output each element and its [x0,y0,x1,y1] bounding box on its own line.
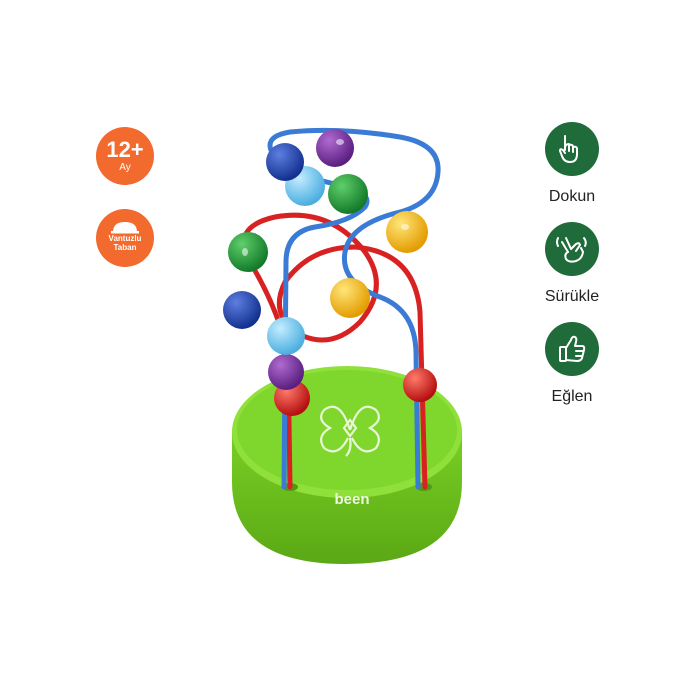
bead-yellow-mid [330,278,370,318]
beads [223,129,437,416]
feature-drag-label: Sürükle [544,288,600,305]
bead-yellow-right [386,211,428,253]
bead-purple-top [316,129,354,167]
bead-blue-left [223,291,261,329]
age-value: 12+ [106,137,144,162]
suction-base-line1: Vantuzlu [108,234,142,243]
drag-hand-icon [545,222,599,276]
suction-base-badge: Vantuzlu Taban [96,209,154,267]
feature-drag: Sürükle [530,222,614,306]
feature-fun: Eğlen [530,322,614,406]
age-unit: Ay [119,162,131,173]
suction-cup-icon [111,222,139,234]
bead-purple-low [268,354,304,390]
brand-logo-text: been [334,491,369,508]
feature-touch-label: Dokun [548,188,596,205]
feature-fun-label: Eğlen [551,388,593,405]
touch-hand-icon [545,122,599,176]
bead-blue-top [266,143,304,181]
bead-red-right [403,368,437,402]
bead-green-top [328,174,368,214]
clover-logo-icon [319,405,381,457]
bead-maze-toy: been [223,127,462,564]
blue-wire [267,127,441,490]
feature-touch: Dokun [530,122,614,206]
age-badge: 12+ Ay [96,127,154,185]
bead-lightblue-low [267,317,305,355]
suction-base-line2: Taban [113,243,137,252]
thumbs-up-icon [545,322,599,376]
